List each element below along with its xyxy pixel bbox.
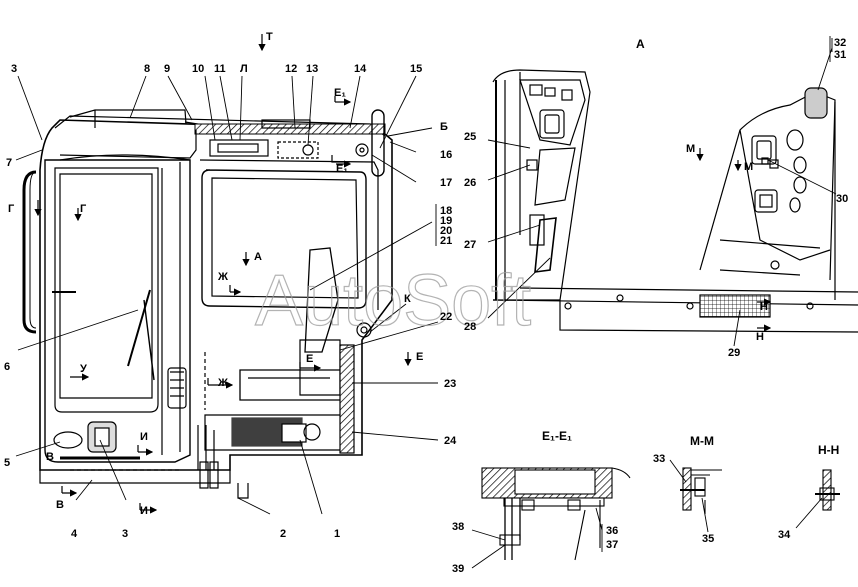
- part-number-20: 20: [440, 225, 452, 237]
- part-number-37: 37: [606, 539, 618, 551]
- part-number-15: 15: [410, 63, 422, 75]
- section-m-m: [680, 467, 722, 514]
- part-number-16: 16: [440, 149, 452, 161]
- part-number-6: 6: [4, 361, 10, 373]
- letter-n-lower: Н: [756, 331, 764, 343]
- part-number-21: 21: [440, 235, 452, 247]
- section-n-n: [815, 469, 840, 511]
- part-number-3-top: 3: [11, 63, 17, 75]
- part-number-3-bottom: 3: [122, 528, 128, 540]
- main-cab-view: [22, 34, 412, 510]
- letter-zh-upper: Ж: [217, 271, 228, 283]
- part-number-36: 36: [606, 525, 618, 537]
- part-number-1: 1: [334, 528, 340, 540]
- letter-k: К: [404, 293, 411, 305]
- watermark-text: AutoSoft: [255, 261, 531, 341]
- label-brackets: [435, 36, 831, 552]
- part-number-26: 26: [464, 177, 476, 189]
- letter-a-main: А: [254, 251, 262, 263]
- part-number-27: 27: [464, 239, 476, 251]
- letter-e1-top: Е₁: [334, 87, 346, 99]
- part-number-22: 22: [440, 311, 452, 323]
- letter-u: У: [80, 363, 87, 375]
- part-number-11: 11: [214, 63, 226, 75]
- leader-lines-mm: [669, 459, 709, 533]
- letter-v-upper: В: [46, 451, 54, 463]
- section-n-n-title: Н-Н: [818, 443, 839, 457]
- letter-e1-bottom: Е₁: [336, 163, 348, 175]
- section-e1-e1: [481, 467, 631, 561]
- part-number-23: 23: [444, 378, 456, 390]
- part-number-35: 35: [702, 533, 714, 545]
- part-number-30: 30: [836, 193, 848, 205]
- leader-lines-nn: [795, 497, 823, 529]
- part-number-9: 9: [164, 63, 170, 75]
- part-number-12: 12: [285, 63, 297, 75]
- letter-m-right: М: [744, 161, 753, 173]
- part-number-5: 5: [4, 457, 10, 469]
- letter-l: Л: [240, 63, 248, 75]
- part-number-25: 25: [464, 131, 476, 143]
- part-number-18: 18: [440, 205, 452, 217]
- letter-v-lower: В: [56, 499, 64, 511]
- letter-t: Т: [266, 31, 273, 43]
- part-number-8: 8: [144, 63, 150, 75]
- section-e1-e1-title: Е₁-Е₁: [542, 429, 572, 443]
- part-number-33: 33: [653, 453, 665, 465]
- part-number-13: 13: [306, 63, 318, 75]
- part-number-31: 31: [834, 49, 846, 61]
- part-number-4: 4: [71, 528, 78, 540]
- part-number-32: 32: [834, 37, 846, 49]
- part-number-29: 29: [728, 347, 740, 359]
- letter-i-lower: И: [140, 505, 148, 517]
- view-a: [492, 69, 858, 333]
- part-number-7: 7: [6, 157, 12, 169]
- section-titles: А Е₁-Е₁ М-М Н-Н: [542, 37, 839, 457]
- letter-i-upper: И: [140, 431, 148, 443]
- letter-e-right: Е: [416, 351, 423, 363]
- letter-b: Б: [440, 121, 448, 133]
- leader-lines-e1: [471, 507, 603, 569]
- part-number-2: 2: [280, 528, 286, 540]
- view-a-title: А: [636, 37, 645, 51]
- part-number-17: 17: [440, 177, 452, 189]
- letter-zh-lower: Ж: [217, 377, 228, 389]
- part-number-14: 14: [354, 63, 367, 75]
- letter-e-main: Е: [306, 353, 313, 365]
- part-number-38: 38: [452, 521, 464, 533]
- letter-g-left: Г: [8, 203, 15, 215]
- part-number-19: 19: [440, 215, 452, 227]
- letter-m-left: М: [686, 143, 695, 155]
- part-number-10: 10: [192, 63, 204, 75]
- section-m-m-title: М-М: [690, 434, 714, 448]
- part-number-39: 39: [452, 563, 464, 575]
- part-number-24: 24: [444, 435, 457, 447]
- leader-lines-main: [15, 75, 439, 515]
- part-numbers: 1 2 3 3 4 5 6 7 8 9 10 11 12 13 14 15 16…: [4, 37, 848, 575]
- part-number-34: 34: [778, 529, 791, 541]
- letter-g-right: Г: [80, 203, 87, 215]
- letter-designations: Т Л Е₁ Е₁ Б Г Г А Ж Ж К У Е Е И И В В М …: [8, 31, 768, 517]
- part-number-28: 28: [464, 321, 476, 333]
- letter-n-upper: Н: [760, 301, 768, 313]
